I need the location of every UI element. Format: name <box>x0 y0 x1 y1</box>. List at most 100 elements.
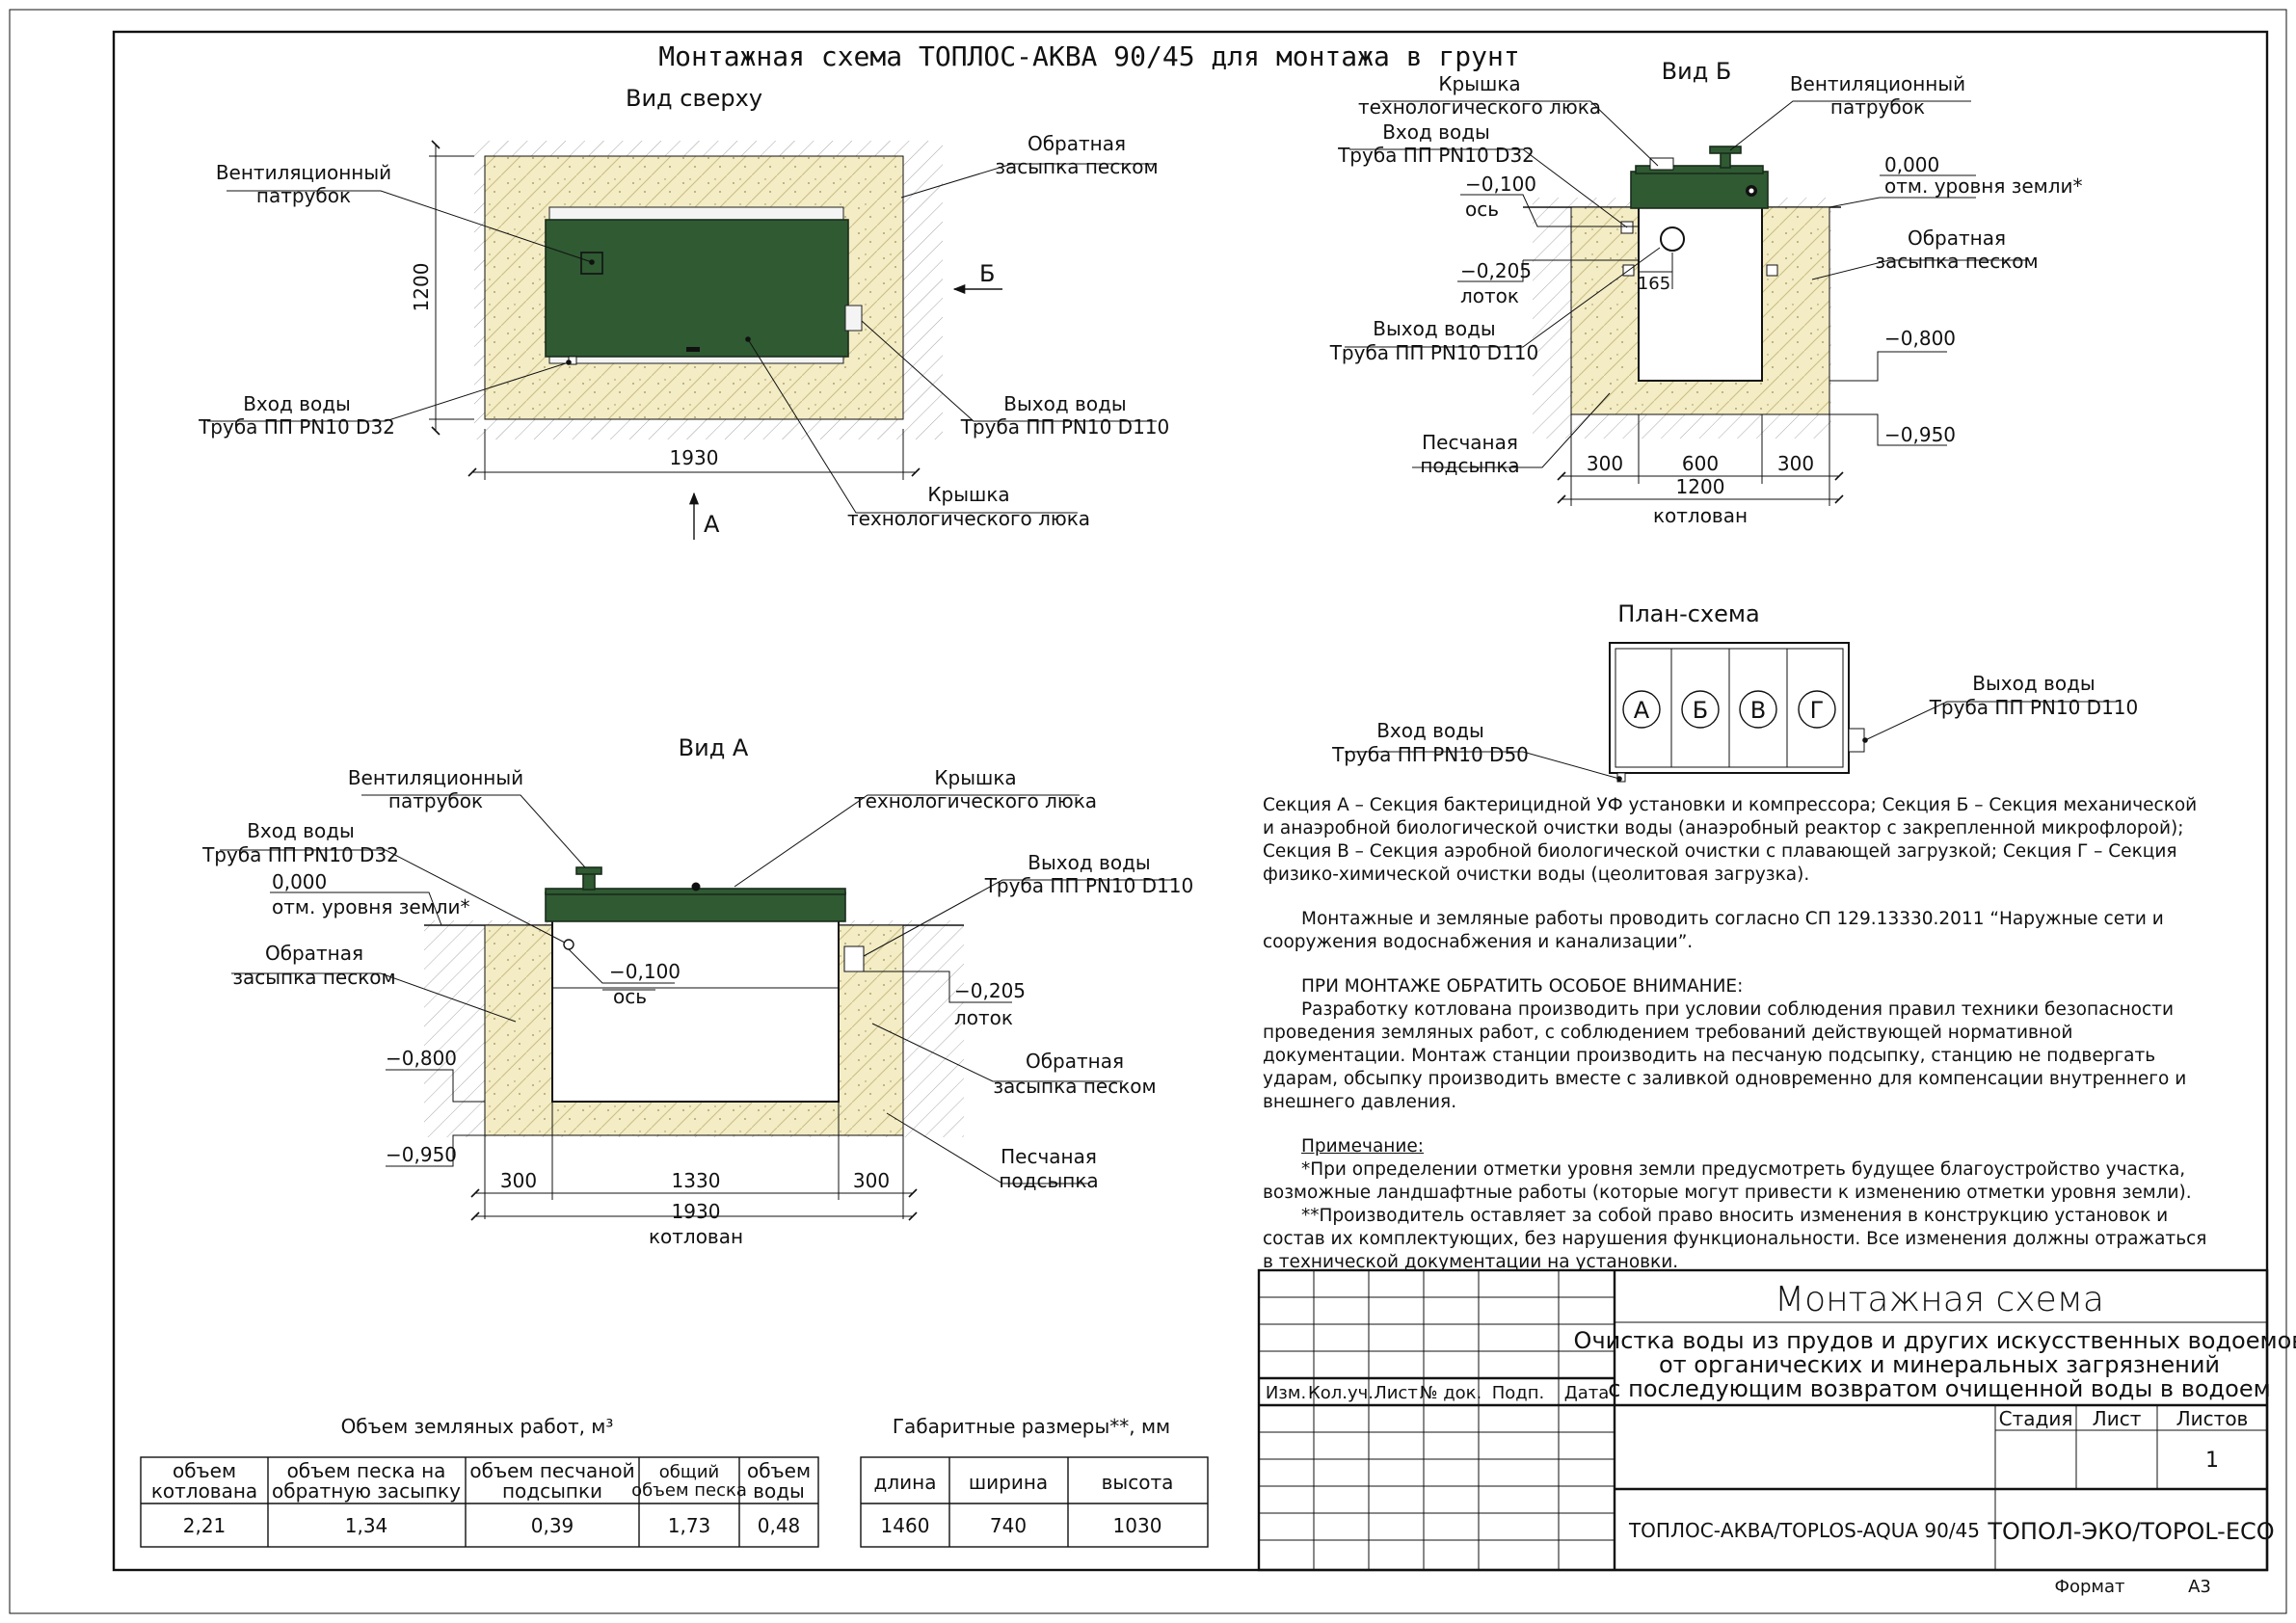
view-b-sand-bed-label-1: Песчаная <box>1422 431 1518 454</box>
notes-block: Секция А – Секция бактерицидной УФ устан… <box>1263 794 2207 1274</box>
dimensions-h3: высота <box>1102 1471 1174 1494</box>
view-a-backfill-left-label-2: засыпка песком <box>232 966 395 989</box>
view-b-backfill-left <box>1571 207 1639 381</box>
plan-inlet-label-2: Труба ПП PN10 D50 <box>1331 743 1529 766</box>
view-b-pit-label: котлован <box>1653 504 1748 527</box>
view-b-inlet-label-2: Труба ПП PN10 D32 <box>1337 144 1535 167</box>
dimensions-table: Габаритные размеры**, мм длина ширина вы… <box>860 1415 1209 1548</box>
top-hatch-label-1: Крышка <box>927 483 1009 506</box>
view-a-backfill-left <box>485 925 552 1102</box>
notes-remark-2: **Производитель оставляет за собой право… <box>1263 1206 2207 1272</box>
earthworks-h2-l1: объем песка на <box>287 1459 446 1482</box>
top-arrow-a-label: А <box>704 511 720 538</box>
view-a-sand-bed-label-1: Песчаная <box>1001 1145 1097 1168</box>
view-b-hatch-label-2: технологического люка <box>1358 95 1601 119</box>
inner-frame <box>112 30 2269 1572</box>
earthworks-h3-l2: подсыпки <box>502 1479 602 1503</box>
dimensions-v2: 740 <box>990 1514 1027 1537</box>
stamp-desc-2: от органических и минеральных загрязнени… <box>1659 1351 2220 1378</box>
view-a-dim-1930: 1930 <box>672 1200 721 1223</box>
earthworks-h4-l1: общий <box>659 1462 719 1482</box>
view-b: Вид Б Крышка технологического люка Венти… <box>1329 58 2083 527</box>
view-a-pit-label: котлован <box>649 1225 743 1248</box>
plan-scheme: План-схема А Б В Г Вход воды Труба ПП PN… <box>1331 600 2139 783</box>
top-inlet-label-2: Труба ПП PN10 D32 <box>198 415 395 439</box>
view-a-ground-label: отм. уровня земли* <box>272 895 470 918</box>
view-a-hatch-label-2: технологического люка <box>854 789 1097 812</box>
stamp-col-kol: Кол.уч. <box>1308 1383 1374 1403</box>
top-view: Вид сверху 1930 1200 А Б Вентиляционный … <box>198 85 1169 540</box>
view-b-dim-165: 165 <box>1638 274 1670 294</box>
earthworks-v1: 2,21 <box>183 1514 227 1537</box>
view-b-tray-level: −0,205 <box>1460 259 1532 282</box>
earthworks-h2-l2: обратную засыпку <box>272 1479 461 1503</box>
plan-section-g: Г <box>1810 697 1825 724</box>
top-inlet-label-1: Вход воды <box>243 392 351 415</box>
dimensions-v1: 1460 <box>881 1514 930 1537</box>
view-b-vent-label-1: Вентиляционный <box>1790 72 1965 95</box>
stamp-format-value: А3 <box>2188 1577 2211 1597</box>
dimensions-v3: 1030 <box>1113 1514 1162 1537</box>
view-b-dim-300b: 300 <box>1777 452 1814 475</box>
dimensions-h2: ширина <box>969 1471 1048 1494</box>
view-b-vent-label-2: патрубок <box>1830 95 1925 119</box>
earthworks-v2: 1,34 <box>345 1514 388 1537</box>
plan-section-v: В <box>1750 697 1766 724</box>
view-b-inlet-label-1: Вход воды <box>1382 120 1490 144</box>
stamp-desc-1: Очистка воды из прудов и других искусств… <box>1574 1327 2296 1354</box>
notes-sections: Секция А – Секция бактерицидной УФ устан… <box>1263 795 2198 885</box>
view-a-tank-top <box>545 891 846 922</box>
view-b-ground-level: 0,000 <box>1884 153 1939 176</box>
dimensions-title: Габаритные размеры**, мм <box>893 1415 1170 1438</box>
view-b-level-950: −0,950 <box>1884 423 1956 446</box>
plan-title: План-схема <box>1617 600 1759 627</box>
view-b-dim-600: 600 <box>1682 452 1719 475</box>
view-b-axis-label: ось <box>1465 198 1499 221</box>
stamp-desc-3: с последующим возвратом очищенной воды в… <box>1608 1375 2270 1402</box>
view-a-backfill-left-label-1: Обратная <box>265 942 363 965</box>
earthworks-table: Объем земляных работ, м³ объем котлована… <box>140 1415 819 1548</box>
view-a-dim-300a: 300 <box>500 1169 537 1192</box>
top-dim-width: 1930 <box>670 446 719 469</box>
view-a-sand-bed-label-2: подсыпка <box>999 1169 1098 1192</box>
earthworks-title: Объем земляных работ, м³ <box>341 1415 614 1438</box>
top-vent-label-1: Вентиляционный <box>216 161 391 184</box>
notes-remark-title: Примечание: <box>1301 1136 1425 1157</box>
stamp-sheet: Лист <box>2093 1407 2142 1430</box>
view-a-dim-1330: 1330 <box>672 1169 721 1192</box>
view-a-sand-bed <box>485 1102 903 1135</box>
view-a: Вид А Вентиляционный патрубок Крышка тех… <box>201 734 1193 1248</box>
view-b-title: Вид Б <box>1662 58 1732 85</box>
earthworks-h5-l1: объем <box>747 1459 811 1482</box>
stamp-col-sign: Подп. <box>1492 1383 1544 1403</box>
view-b-level-800: −0,800 <box>1884 327 1956 350</box>
stamp-format-label: Формат <box>2054 1577 2124 1597</box>
view-a-outlet-label-1: Выход воды <box>1028 851 1150 874</box>
notes-works: Монтажные и земляные работы проводить со… <box>1263 909 2164 952</box>
notes-remark-1: *При определении отметки уровня земли пр… <box>1263 1159 2192 1203</box>
view-b-tank-body <box>1638 200 1763 382</box>
earthworks-v3: 0,39 <box>531 1514 574 1537</box>
top-dim-height: 1200 <box>410 263 433 312</box>
stamp-company: ТОПОЛ-ЭКО/TOPOL-ECO <box>1987 1518 2274 1545</box>
earthworks-h1-l2: котлована <box>151 1479 257 1503</box>
view-b-outlet-label-1: Выход воды <box>1373 317 1495 340</box>
view-a-tray-level: −0,205 <box>954 979 1026 1002</box>
top-backfill-label-1: Обратная <box>1028 132 1126 155</box>
top-arrow-b-label: Б <box>979 260 995 287</box>
view-a-inlet-label-1: Вход воды <box>247 819 355 842</box>
view-a-vent-label-1: Вентиляционный <box>348 766 523 789</box>
view-a-axis-label: ось <box>613 985 647 1008</box>
plan-outlet-label-2: Труба ПП PN10 D110 <box>1929 696 2139 719</box>
stamp-col-list: Лист <box>1374 1383 1418 1403</box>
stamp-col-doc: № док. <box>1420 1383 1482 1403</box>
outer-frame <box>9 9 2287 1614</box>
plan-section-a: А <box>1634 697 1650 724</box>
earthworks-v4: 1,73 <box>668 1514 711 1537</box>
stamp-col-date: Дата <box>1564 1383 1610 1403</box>
view-a-outlet-label-2: Труба ПП PN10 D110 <box>984 874 1194 897</box>
earthworks-h3-l1: объем песчаной <box>469 1459 634 1482</box>
sheet-title: Монтажная схема ТОПЛОС-АКВА 90/45 для мо… <box>658 40 1519 72</box>
top-backfill-label-2: засыпка песком <box>995 155 1158 178</box>
